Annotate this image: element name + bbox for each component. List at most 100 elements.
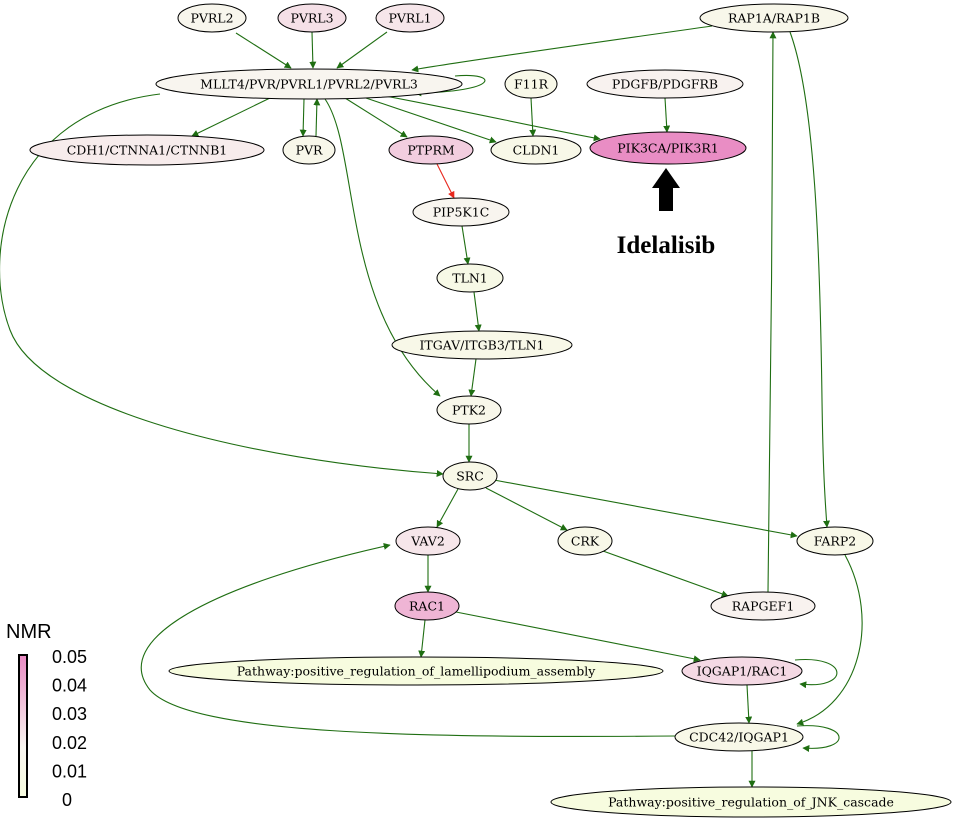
node-label: PVRL2: [190, 11, 233, 26]
node-label: MLLT4/PVR/PVRL1/PVRL2/PVRL3: [200, 77, 418, 92]
node-iqgap1[interactable]: IQGAP1/RAC1: [681, 656, 803, 686]
node-shape: [436, 263, 504, 293]
node-shape: [442, 461, 498, 491]
edge-pip5k1c-to-tln1: [461, 225, 471, 265]
edge-pvrl2-to-mllt4: [235, 32, 292, 69]
node-shape: [277, 3, 347, 33]
legend-ticks: 0.050.040.030.020.010: [52, 647, 87, 810]
edge-mllt4-to-pik3ca: [379, 94, 601, 142]
node-shape: [699, 3, 849, 33]
node-shape: [155, 68, 463, 100]
node-jnk[interactable]: Pathway:positive_regulation_of_JNK_casca…: [550, 786, 952, 818]
node-label: CLDN1: [513, 143, 560, 158]
nmr-legend: NMR 0.050.040.030.020.010: [6, 621, 87, 810]
node-shape: [375, 3, 445, 33]
node-label: ITGAV/ITGB3/TLN1: [419, 338, 544, 353]
node-ptk2[interactable]: PTK2: [436, 395, 502, 425]
edge-mllt4-to-cldn1: [359, 95, 497, 144]
edge-pvrl1-to-mllt4: [336, 31, 388, 69]
node-src[interactable]: SRC: [442, 461, 498, 491]
node-label: F11R: [514, 77, 549, 92]
nodes-layer: PVRL2 PVRL3 PVRL1 RAP1A/RAP1B MLLT4/PVR/PVRL…: [29, 3, 952, 818]
legend-tick-label: 0.05: [52, 647, 87, 667]
edge-rapgef1-to-rap1a: [767, 31, 777, 593]
node-label: RAP1A/RAP1B: [728, 11, 820, 26]
node-label: RAPGEF1: [732, 599, 795, 614]
edge-rac1-to-iqgap1: [455, 611, 701, 663]
node-f11r[interactable]: F11R: [504, 69, 558, 99]
edge-iqgap1-to-iqgap1: [794, 658, 838, 689]
node-shape: [282, 135, 336, 165]
node-label: SRC: [456, 469, 484, 484]
node-cldn1[interactable]: CLDN1: [490, 135, 582, 165]
node-shape: [395, 526, 461, 556]
node-shape: [394, 591, 460, 621]
legend-tick-label: 0.02: [52, 733, 87, 753]
edge-src-to-farp2: [493, 479, 798, 539]
node-crk[interactable]: CRK: [557, 526, 613, 556]
edge-itgav-to-ptk2: [468, 358, 477, 397]
edge-pvr-to-mllt4: [313, 98, 321, 137]
node-rapgef1[interactable]: RAPGEF1: [710, 591, 816, 621]
node-label: Pathway:positive_regulation_of_JNK_casca…: [608, 795, 894, 810]
edge-tln1-to-itgav: [473, 291, 482, 332]
node-pik3ca[interactable]: PIK3CA/PIK3R1: [589, 131, 747, 165]
node-label: FARP2: [814, 534, 856, 549]
node-shape: [796, 526, 874, 556]
edge-farp2-to-cdc42: [796, 554, 863, 726]
node-pip5k1c[interactable]: PIP5K1C: [412, 197, 510, 227]
node-pvrl1[interactable]: PVRL1: [375, 3, 445, 33]
node-shape: [674, 722, 804, 752]
node-itgav[interactable]: ITGAV/ITGB3/TLN1: [391, 330, 573, 360]
node-label: TLN1: [452, 271, 488, 286]
node-vav2[interactable]: VAV2: [395, 526, 461, 556]
node-shape: [550, 786, 952, 818]
node-mllt4[interactable]: MLLT4/PVR/PVRL1/PVRL2/PVRL3: [155, 68, 463, 100]
node-shape: [388, 135, 474, 165]
node-shape: [589, 131, 747, 165]
drug-label: Idelalisib: [617, 232, 716, 259]
node-label: Pathway:positive_regulation_of_lamellipo…: [237, 664, 597, 679]
node-pvr[interactable]: PVR: [282, 135, 336, 165]
node-shape: [391, 330, 573, 360]
node-shape: [557, 526, 613, 556]
drug-arrow-icon: [652, 168, 680, 211]
edge-rap1a-to-mllt4: [411, 25, 713, 73]
node-cdc42[interactable]: CDC42/IQGAP1: [674, 722, 804, 752]
node-label: PVRL3: [290, 11, 333, 26]
node-label: CDC42/IQGAP1: [689, 730, 789, 745]
node-pdgfb[interactable]: PDGFB/PDGFRB: [586, 69, 744, 99]
node-label: RAC1: [409, 599, 445, 614]
node-pvrl3[interactable]: PVRL3: [277, 3, 347, 33]
edge-cdc42-to-cdc42: [796, 725, 840, 752]
node-tln1[interactable]: TLN1: [436, 263, 504, 293]
node-farp2[interactable]: FARP2: [796, 526, 874, 556]
node-shape: [504, 69, 558, 99]
node-label: PTK2: [452, 403, 486, 418]
node-label: PVR: [296, 143, 323, 158]
edge-f11r-to-cldn1: [529, 97, 537, 137]
edge-ptprm-to-pip5k1c: [436, 163, 455, 199]
edge-rac1-to-lamelli: [418, 619, 426, 658]
legend-tick-label: 0.01: [52, 761, 87, 781]
edge-mllt4-to-cdh1: [191, 97, 271, 137]
node-cdh1[interactable]: CDH1/CTNNA1/CTNNB1: [29, 134, 265, 166]
node-ptprm[interactable]: PTPRM: [388, 135, 474, 165]
node-shape: [681, 656, 803, 686]
node-shape: [490, 135, 582, 165]
node-rac1[interactable]: RAC1: [394, 591, 460, 621]
edge-rap1a-to-farp2: [789, 31, 831, 528]
node-pvrl2[interactable]: PVRL2: [177, 3, 247, 33]
node-lamelli[interactable]: Pathway:positive_regulation_of_lamellipo…: [168, 656, 664, 686]
node-shape: [586, 69, 744, 99]
node-rap1a[interactable]: RAP1A/RAP1B: [699, 3, 849, 33]
edge-mllt4-to-ptprm: [344, 97, 408, 138]
node-shape: [436, 395, 502, 425]
legend-tick-label: 0: [62, 790, 72, 810]
node-shape: [177, 3, 247, 33]
node-label: PTPRM: [407, 143, 455, 158]
edge-pdgfb-to-pik3ca: [663, 97, 671, 133]
node-label: CDH1/CTNNA1/CTNNB1: [67, 143, 228, 158]
edges-layer: [0, 25, 863, 788]
